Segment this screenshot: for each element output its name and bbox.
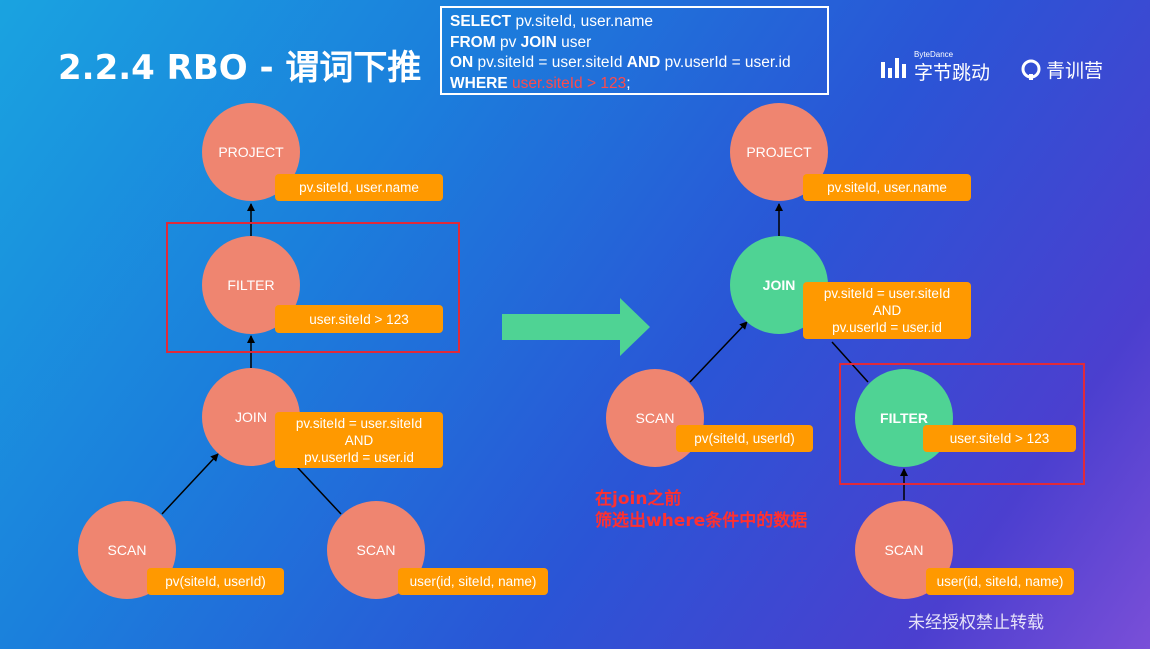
bytedance-logo: ByteDance 字节跳动 xyxy=(880,48,998,86)
sql-line-where: WHERE user.siteId > 123; xyxy=(450,74,631,92)
transform-arrow-icon xyxy=(502,298,650,356)
edge-right-join-filter xyxy=(831,341,869,383)
right-filter-highlight-box xyxy=(839,363,1085,485)
left-join-label: pv.siteId = user.siteId AND pv.userId = … xyxy=(275,412,443,468)
left-join-label-line1: pv.siteId = user.siteId xyxy=(295,415,423,431)
right-join-label: pv.siteId = user.siteId AND pv.userId = … xyxy=(803,282,971,339)
right-scan-pv-label: pv(siteId, userId) xyxy=(676,425,813,452)
edge-left-scanpv-join xyxy=(161,453,219,515)
right-join-label-line3: pv.userId = user.id xyxy=(832,320,942,335)
left-scan-user-node: SCAN xyxy=(327,501,425,599)
right-filter-label: user.siteId > 123 xyxy=(923,425,1076,452)
right-scan-user-label: user(id, siteId, name) xyxy=(926,568,1074,595)
sql-line-select: SELECT pv.siteId, user.name xyxy=(450,13,654,30)
left-filter-node: FILTER xyxy=(202,236,300,334)
sql-line-from: FROM pv JOIN user xyxy=(450,33,592,51)
bytedance-icon xyxy=(881,58,906,78)
camp-icon xyxy=(1021,59,1041,80)
left-filter-highlight-box xyxy=(166,222,460,353)
annotation-note-line2: 筛选出where条件中的数据 xyxy=(595,511,808,531)
right-join-label-line1: pv.siteId = user.siteId xyxy=(823,286,951,301)
sql-line-on: ON pv.siteId = user.siteId AND pv.userId… xyxy=(450,54,791,71)
edge-right-scanpv-join xyxy=(689,321,748,383)
sql-query-box: SELECT pv.siteId, user.name FROM pv JOIN… xyxy=(440,6,829,95)
copyright-watermark: 未经授权禁止转载 xyxy=(908,613,1044,633)
bytedance-logo-small-text: ByteDance xyxy=(914,50,954,59)
right-filter-node: FILTER xyxy=(855,369,953,467)
slide-title: 2.2.4 RBO - 谓词下推 xyxy=(58,48,422,88)
right-join-label-line2: AND xyxy=(872,303,902,318)
right-project-label: pv.siteId, user.name xyxy=(803,174,971,201)
camp-logo-text: 青训营 xyxy=(1046,60,1104,82)
annotation-note: 在join之前 筛选出where条件中的数据 xyxy=(595,488,807,532)
left-join-label-line2: AND xyxy=(344,432,374,448)
left-filter-label: user.siteId > 123 xyxy=(275,305,443,333)
left-scan-user-label: user(id, siteId, name) xyxy=(398,568,548,595)
left-scan-pv-label: pv(siteId, userId) xyxy=(147,568,284,595)
left-project-label: pv.siteId, user.name xyxy=(275,174,443,201)
left-join-label-line3: pv.userId = user.id xyxy=(304,449,414,465)
right-scan-pv-node: SCAN xyxy=(606,369,704,467)
annotation-note-line1: 在join之前 xyxy=(595,489,682,509)
bytedance-logo-text: 字节跳动 xyxy=(914,62,991,84)
